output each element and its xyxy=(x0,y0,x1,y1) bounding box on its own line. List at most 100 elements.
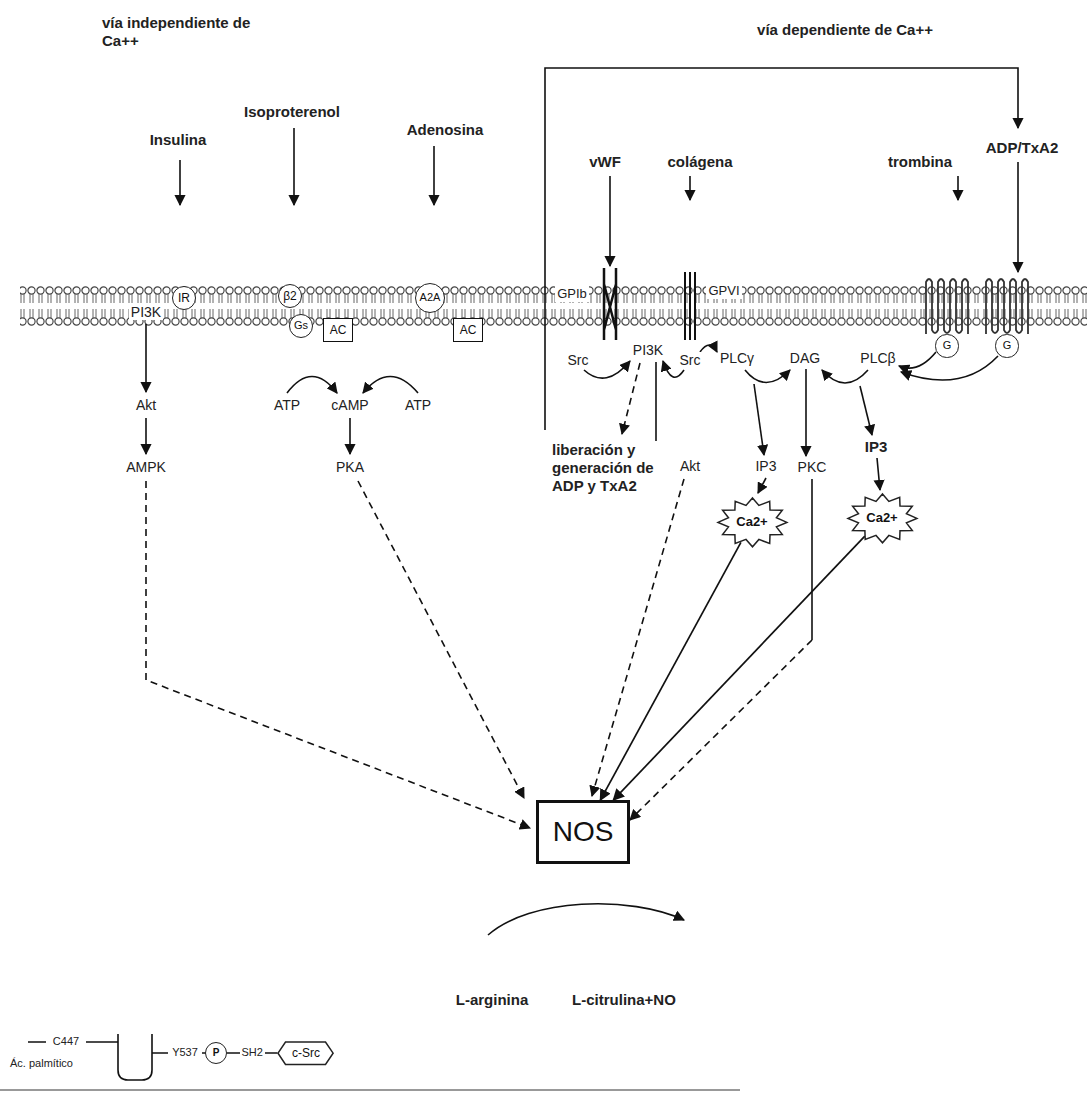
signal-arrow xyxy=(901,356,998,380)
pathway-label: PLCβ xyxy=(858,350,897,367)
seven-tm-receptor xyxy=(986,279,1028,334)
cell-membrane xyxy=(20,286,1087,326)
pathway-label: L-arginina xyxy=(454,991,531,1009)
edge-label: SH2 xyxy=(240,1046,265,1059)
pathway-label: PKC xyxy=(796,459,829,476)
ligand-arrow xyxy=(609,176,611,266)
dashed-arrow xyxy=(146,481,530,828)
strip-rule xyxy=(0,1089,740,1091)
pathway-label: vWF xyxy=(587,153,623,171)
g-protein-circle: G xyxy=(995,334,1018,357)
pathway-label: Ác. palmítico xyxy=(8,1057,75,1070)
dashed-arrow xyxy=(630,640,812,820)
pathway-label: AMPK xyxy=(124,459,168,476)
node-text: AC xyxy=(460,323,477,337)
burst-shape xyxy=(718,498,787,547)
pathway-label: Src xyxy=(678,352,703,369)
enzyme-box: AC xyxy=(453,318,483,341)
dashed-arrow xyxy=(358,481,524,798)
node-text: NOS xyxy=(553,815,614,849)
receptor-circle: β2 xyxy=(278,284,302,308)
connector xyxy=(600,542,741,800)
dashed-arrow xyxy=(592,479,684,796)
signal-arrow xyxy=(349,418,351,454)
pathway-label: trombina xyxy=(886,153,954,171)
signal-arrow xyxy=(145,324,147,392)
signal-arrow xyxy=(363,377,418,394)
signal-arrow xyxy=(805,369,807,456)
pathway-label: GPVI xyxy=(706,283,741,299)
pathway-label: liberación y generación de ADP y TxA2 xyxy=(550,441,672,495)
node-text: G xyxy=(1003,339,1012,352)
pathway-label: cAMP xyxy=(329,397,370,414)
pathway-label: IP3 xyxy=(863,438,890,456)
pathway-bracket xyxy=(545,68,1018,430)
dashed-arrow xyxy=(622,363,640,434)
pathway-label: Insulina xyxy=(148,131,209,149)
signal-arrow xyxy=(754,384,764,455)
pathway-label: DAG xyxy=(788,350,822,367)
pathway-label: Akt xyxy=(678,458,702,475)
pathway-label: vía independiente de Ca++ xyxy=(100,14,289,50)
receptor-circle: A2A xyxy=(415,283,446,314)
signal-line xyxy=(811,479,813,640)
gpvi-receptor xyxy=(685,272,695,340)
signal-arrow xyxy=(899,352,936,368)
node-text: β2 xyxy=(283,289,297,303)
ligand-arrow xyxy=(179,160,181,205)
pathway-label: Isoproterenol xyxy=(242,103,342,121)
gpib-receptor xyxy=(604,268,616,340)
node-text: Ca2+ xyxy=(736,514,767,530)
signal-arrow xyxy=(287,377,337,394)
node-text: Gs xyxy=(294,319,308,332)
ligand-arrow xyxy=(293,128,295,205)
signal-arrow xyxy=(745,370,790,383)
ligand-arrow xyxy=(1017,162,1019,272)
node-text: P xyxy=(213,1047,220,1059)
pathway-label: Src xyxy=(566,352,591,369)
burst-shape xyxy=(848,494,917,543)
pathway-label: C447 xyxy=(51,1035,81,1048)
node-text: Ca2+ xyxy=(866,510,897,526)
pathway-label: Y537 xyxy=(170,1046,200,1059)
pathway-label: vía dependiente de Ca++ xyxy=(755,21,935,39)
g-protein-circle: Gs xyxy=(289,314,313,338)
node-text: A2A xyxy=(420,291,441,304)
pathway-label: Adenosina xyxy=(405,121,486,139)
signal-arrow xyxy=(700,345,717,352)
kinase-hexagon: c-Src xyxy=(277,1041,334,1065)
hexagon-shape xyxy=(278,1042,333,1064)
pathway-label: ATP xyxy=(403,397,433,414)
seven-tm-receptor xyxy=(926,279,968,334)
pathway-label: colágena xyxy=(665,153,734,171)
pathway-label: PKA xyxy=(334,459,366,476)
pathway-label: GPIb xyxy=(555,286,589,302)
ligand-arrow xyxy=(433,146,435,205)
ligand-arrow xyxy=(689,176,691,200)
pathway-label: PI3K xyxy=(631,342,665,359)
ligand-arrow xyxy=(957,176,959,200)
domain-box xyxy=(118,1034,152,1080)
signal-arrow xyxy=(758,478,766,493)
enzyme-box: AC xyxy=(323,318,353,341)
node-text: G xyxy=(943,339,952,352)
signal-arrow xyxy=(860,386,872,435)
phosphate-circle: P xyxy=(205,1042,227,1064)
node-text: c-Src xyxy=(292,1046,320,1060)
connector xyxy=(613,536,865,800)
signal-arrow xyxy=(584,361,630,378)
receptor-circle: IR xyxy=(172,286,196,310)
pathway-label: Akt xyxy=(134,397,158,414)
signal-arrow xyxy=(877,458,880,490)
pathway-label: L-citrulina+NO xyxy=(570,991,678,1009)
pathway-label: ATP xyxy=(272,397,302,414)
calcium-burst: Ca2+ xyxy=(717,497,788,548)
g-protein-circle: G xyxy=(935,334,958,357)
node-text: IR xyxy=(178,291,190,305)
pathway-label: IP3 xyxy=(753,458,778,475)
calcium-burst: Ca2+ xyxy=(847,493,918,544)
pathway-label: PLCγ xyxy=(718,350,756,367)
pathway-label: ADP/TxA2 xyxy=(984,139,1061,157)
